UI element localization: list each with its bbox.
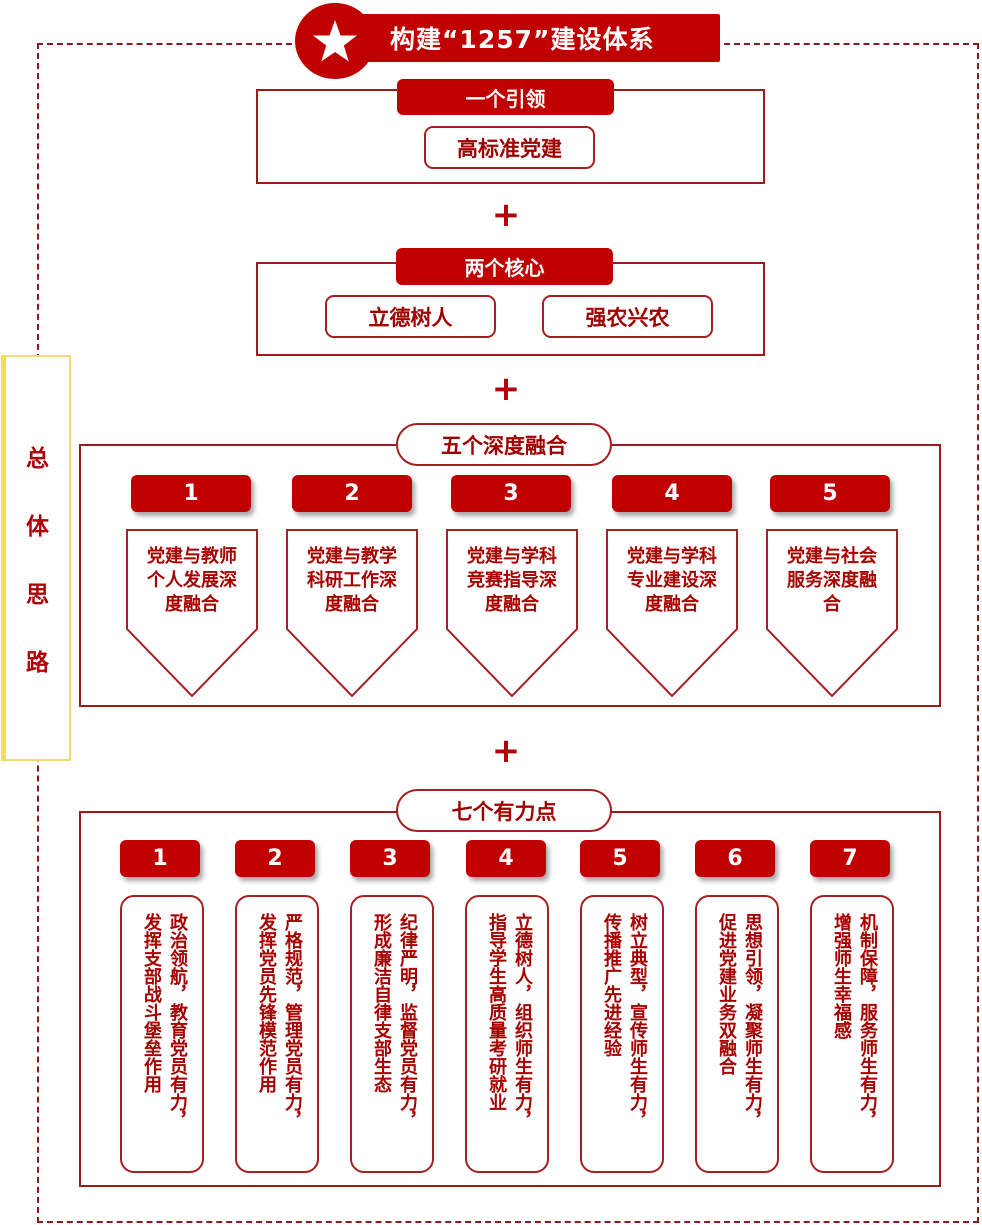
- point-text-line2: 增强师生幸福感: [831, 913, 852, 1039]
- point-text-line1: 纪律严明，监督党员有力，: [397, 913, 418, 1129]
- point-number-tab: 2: [235, 840, 315, 877]
- high-standard-party-building: 高标准党建: [424, 126, 595, 169]
- point-text-line2: 指导学生高质量考研就业: [486, 913, 507, 1111]
- integration-number-tab: 5: [770, 475, 890, 512]
- point-number-tab: 3: [350, 840, 430, 877]
- integration-number-tab: 3: [451, 475, 571, 512]
- side-label-char: 总: [26, 446, 49, 472]
- section-one-tab: 一个引领: [397, 79, 614, 115]
- integration-card: 党建与学科竞赛指导深度融合: [446, 529, 578, 699]
- point-text-line2: 发挥党员先锋模范作用: [256, 913, 277, 1093]
- point-number-tab: 7: [810, 840, 890, 877]
- point-number-tab: 4: [466, 840, 546, 877]
- side-label-char: 路: [26, 650, 49, 676]
- integration-card: 党建与学科专业建设深度融合: [606, 529, 738, 699]
- point-number-tab: 5: [580, 840, 660, 877]
- integration-number-tab: 4: [612, 475, 732, 512]
- integration-text: 党建与教学科研工作深度融合: [307, 546, 397, 615]
- point-text-line1: 政治领航，教育党员有力，: [167, 913, 188, 1129]
- point-number-tab: 1: [120, 840, 200, 877]
- integration-card: 党建与教学科研工作深度融合: [286, 529, 418, 699]
- point-card: 政治领航，教育党员有力， 发挥支部战斗堡垒作用: [120, 895, 204, 1173]
- star-icon: [313, 20, 357, 62]
- point-text-line1: 机制保障，服务师生有力，: [857, 913, 878, 1129]
- point-text-line2: 发挥支部战斗堡垒作用: [141, 913, 162, 1093]
- point-text-line1: 严格规范，管理党员有力，: [282, 913, 303, 1129]
- section-two-tab: 两个核心: [396, 248, 613, 285]
- core-item: 强农兴农: [542, 295, 713, 338]
- point-text-line2: 传播推广先进经验: [601, 913, 622, 1057]
- page-title: 构建“1257”建设体系: [340, 14, 720, 62]
- integration-card: 党建与社会服务深度融合: [766, 529, 898, 699]
- section-four-tab: 七个有力点: [396, 789, 612, 832]
- point-card: 严格规范，管理党员有力， 发挥党员先锋模范作用: [235, 895, 319, 1173]
- integration-text: 党建与社会服务深度融合: [787, 546, 877, 615]
- section-three-tab: 五个深度融合: [396, 423, 612, 466]
- point-card: 机制保障，服务师生有力， 增强师生幸福感: [810, 895, 894, 1173]
- point-card: 纪律严明，监督党员有力， 形成廉洁自律支部生态: [350, 895, 434, 1173]
- integration-text: 党建与教师个人发展深度融合: [147, 546, 237, 615]
- point-card: 树立典型，宣传师生有力， 传播推广先进经验: [580, 895, 664, 1173]
- side-label-char: 思: [26, 582, 49, 608]
- integration-text: 党建与学科专业建设深度融合: [627, 546, 717, 615]
- point-card: 思想引领，凝聚师生有力， 促进党建业务双融合: [695, 895, 779, 1173]
- plus-icon: +: [491, 369, 521, 409]
- side-label-char: 体: [26, 514, 49, 540]
- plus-icon: +: [491, 731, 521, 771]
- point-number-tab: 6: [695, 840, 775, 877]
- title-badge: [295, 3, 375, 79]
- integration-number-tab: 1: [131, 475, 251, 512]
- core-item: 立德树人: [325, 295, 496, 338]
- integration-card: 党建与教师个人发展深度融合: [126, 529, 258, 699]
- point-text-line2: 形成廉洁自律支部生态: [371, 913, 392, 1093]
- integration-text: 党建与学科竞赛指导深度融合: [467, 546, 557, 615]
- plus-icon: +: [491, 195, 521, 235]
- integration-number-tab: 2: [292, 475, 412, 512]
- point-text-line1: 思想引领，凝聚师生有力，: [742, 913, 763, 1129]
- point-text-line1: 立德树人，组织师生有力，: [512, 913, 533, 1129]
- point-text-line2: 促进党建业务双融合: [716, 913, 737, 1075]
- overall-approach-label: 总 体 思 路: [1, 355, 71, 761]
- point-text-line1: 树立典型，宣传师生有力，: [627, 913, 648, 1129]
- point-card: 立德树人，组织师生有力， 指导学生高质量考研就业: [465, 895, 549, 1173]
